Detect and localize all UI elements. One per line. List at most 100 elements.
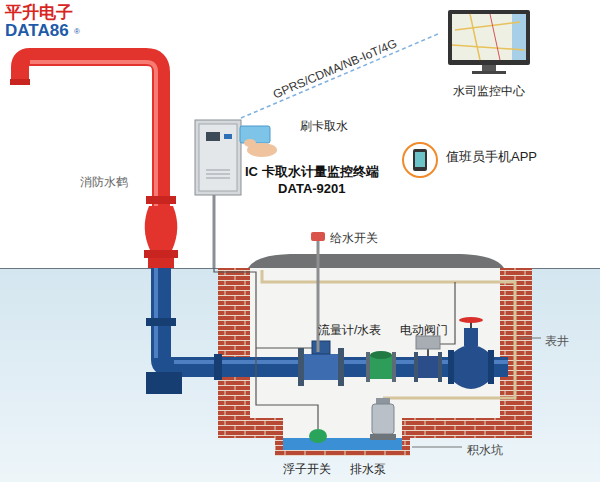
monitor-icon	[512, 14, 526, 60]
terminal-cabinet	[199, 124, 237, 191]
fire-water-crane	[10, 57, 178, 268]
leader-line	[412, 338, 541, 447]
monitor-icon	[472, 71, 506, 74]
phone-icon	[415, 152, 425, 167]
terminal-cabinet	[224, 134, 232, 139]
electric-valve	[438, 352, 442, 382]
water-meter	[392, 352, 396, 382]
part-label: 排水泵	[350, 462, 386, 476]
signal-wire	[214, 268, 455, 429]
terminal-cabinet	[206, 170, 230, 178]
terminal-cabinet	[195, 120, 241, 195]
part-label: DATA86	[5, 21, 69, 41]
electric-valve	[414, 352, 418, 382]
part-label: 平升电子	[5, 3, 73, 23]
gate-valve	[464, 328, 478, 346]
monitor-icon	[452, 14, 526, 60]
water-meter	[366, 351, 396, 382]
meter-well	[250, 268, 500, 418]
drain-pump	[370, 434, 396, 440]
node-text: 水司监控中心	[438, 84, 540, 100]
edge-label: GPRS/CDMA/NB-IoT/4G	[269, 35, 401, 102]
flow-meter	[312, 341, 330, 354]
float-switch	[309, 429, 327, 443]
electric-valve	[418, 356, 438, 378]
meter-well	[218, 254, 532, 438]
monitor-icon	[482, 65, 496, 71]
flow-meter	[304, 354, 338, 380]
leader-line	[412, 447, 462, 448]
part-label: 流量计/水表	[318, 323, 381, 337]
tan-cable	[262, 270, 515, 398]
phone-icon	[403, 143, 437, 177]
gate-valve	[448, 350, 454, 384]
fire-water-crane	[146, 196, 176, 204]
fire-water-crane	[10, 79, 30, 85]
fire-water-crane	[148, 258, 174, 268]
monitor-icon	[448, 10, 530, 74]
float-switch	[309, 429, 327, 443]
gate-valve	[448, 317, 494, 389]
part-label: 积水坑	[467, 443, 503, 457]
water-meter	[370, 351, 392, 359]
supply-pipe	[146, 372, 182, 394]
terminal-cabinet	[195, 120, 241, 268]
part-label: 给水开关	[330, 231, 378, 245]
fire-water-crane	[20, 57, 161, 268]
monitor-center-node: 水司监控中心	[438, 8, 540, 104]
card-hand	[244, 139, 256, 147]
meter-well	[248, 254, 504, 268]
drain-pump	[372, 404, 394, 434]
part-label: 电动阀门	[400, 323, 448, 337]
node-text: DATA-9201	[245, 181, 379, 198]
fire-water-crane	[145, 206, 178, 250]
ground	[0, 268, 600, 482]
gate-valve	[459, 317, 483, 323]
part-label: ®	[74, 27, 80, 37]
phone-app-node: 值班员手机APP	[400, 143, 541, 170]
meter-well	[218, 268, 250, 438]
supply-switch	[311, 232, 325, 241]
fire-water-crane	[144, 250, 178, 258]
meter-well	[402, 418, 500, 438]
part-label: 消防水鹤	[80, 175, 128, 189]
monitor-icon	[490, 14, 500, 60]
water-meter	[366, 352, 370, 382]
part-label: 刷卡取水	[300, 119, 348, 133]
gate-valve	[454, 345, 488, 389]
supply-pipe	[146, 318, 176, 326]
card-hand	[240, 126, 277, 157]
leader-line	[519, 338, 541, 339]
flow-meter	[298, 341, 344, 386]
phone-icon	[403, 143, 437, 177]
ground	[0, 268, 600, 482]
fire-water-crane	[30, 62, 156, 268]
signal-wire	[214, 268, 318, 429]
electric-valve	[427, 349, 429, 356]
gate-valve	[488, 350, 494, 384]
part-label: 浮子开关	[283, 462, 331, 476]
monitor-icon	[452, 14, 525, 60]
monitor-icon	[448, 10, 530, 65]
sump-pit	[275, 450, 410, 456]
electric-valve	[414, 336, 442, 382]
wireless-link	[241, 34, 438, 118]
terminal-node: IC 卡取水计量监控终端DATA-9201	[195, 118, 383, 202]
terminal-cabinet	[213, 195, 216, 268]
flow-meter	[298, 348, 304, 386]
tan-cable	[262, 270, 515, 398]
part-label: 表井	[545, 334, 569, 348]
card-hand	[240, 126, 270, 143]
electric-valve	[416, 336, 440, 349]
supply-pipe	[214, 354, 222, 380]
phone-icon	[413, 149, 427, 171]
node-text: 值班员手机APP	[446, 149, 537, 166]
flow-meter	[338, 348, 344, 386]
drain-pump	[370, 398, 396, 440]
terminal-cabinet	[206, 132, 220, 141]
supply-pipe	[146, 268, 508, 394]
node-text: IC 卡取水计量监控终端	[245, 164, 379, 181]
